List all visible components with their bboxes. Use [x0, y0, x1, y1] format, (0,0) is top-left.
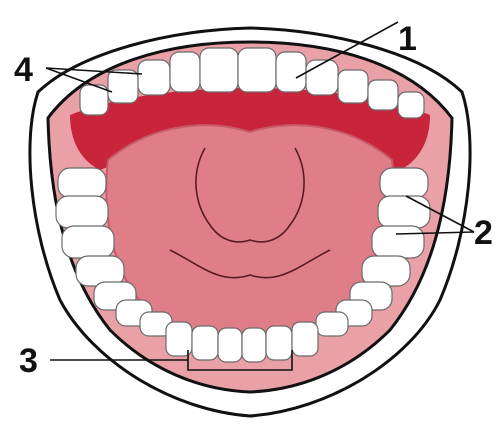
callout-1: 1 [398, 22, 417, 56]
upper-tooth [138, 60, 170, 95]
callout-2: 2 [474, 216, 493, 250]
molar [372, 226, 424, 258]
molar [62, 226, 114, 258]
lower-tooth [218, 328, 242, 362]
upper-tooth [338, 70, 368, 103]
lower-tooth [266, 326, 292, 360]
upper-tooth [108, 70, 138, 103]
upper-tooth [306, 60, 338, 95]
molar [58, 168, 106, 198]
upper-tooth [398, 92, 424, 118]
upper-tooth [368, 80, 398, 110]
upper-tooth [276, 52, 306, 92]
upper-tooth [238, 48, 276, 92]
premolar [316, 312, 348, 336]
molar [56, 196, 108, 228]
lower-tooth [192, 326, 218, 360]
molar [380, 168, 428, 198]
molar [378, 196, 430, 228]
lower-tooth [292, 322, 318, 356]
upper-tooth [200, 48, 238, 92]
callout-4: 4 [14, 53, 33, 87]
upper-tooth [170, 52, 200, 92]
lower-tooth [242, 328, 266, 362]
callout-3: 3 [19, 344, 38, 378]
